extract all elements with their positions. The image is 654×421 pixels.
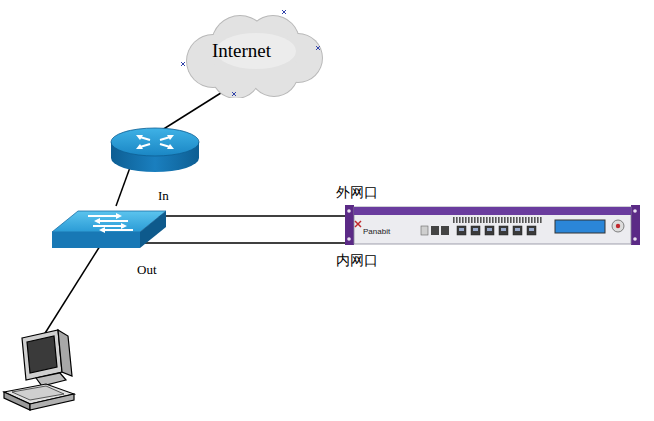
router-icon	[111, 128, 199, 172]
wire	[42, 86, 346, 338]
port-label: 内网口	[336, 252, 378, 270]
device-node: Panabit	[345, 203, 640, 247]
switch-icon	[52, 211, 166, 248]
port-label: Out	[137, 262, 157, 278]
node-text: Panabit	[363, 227, 390, 236]
computer-icon	[4, 330, 74, 410]
node-text: Internet	[212, 40, 271, 62]
device-shape	[345, 203, 640, 247]
port-label: In	[158, 188, 169, 204]
cloud-node: Internet	[178, 6, 328, 98]
port-label: 外网口	[336, 184, 378, 202]
